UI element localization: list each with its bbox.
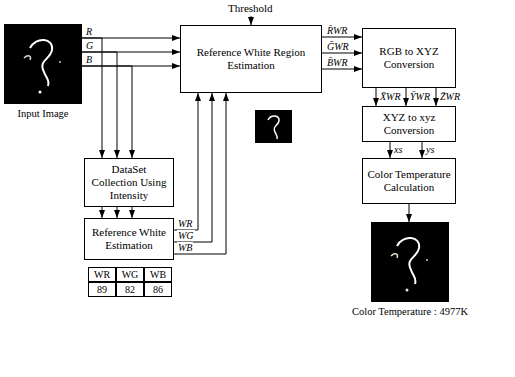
- box-text: Reference White Estimation: [89, 226, 169, 252]
- output-image: [371, 222, 449, 302]
- input-label: Threshold: [228, 2, 273, 15]
- connector-arrow: [422, 142, 423, 158]
- connector-arrow: [322, 37, 362, 38]
- output-image-node: Color Temperature : 4977K: [334, 222, 486, 322]
- connector-arrow: [102, 207, 103, 218]
- signal-label: WB: [177, 242, 193, 253]
- signal-label: Z̄WR: [439, 91, 461, 102]
- connector-arrow: [406, 88, 407, 106]
- connector-arrow: [322, 53, 362, 54]
- signal-label: ys: [425, 144, 435, 155]
- signal-label: ȲWR: [409, 91, 431, 102]
- connector-arrow: [82, 52, 117, 158]
- table-cell: WR: [88, 267, 116, 282]
- connector-arrow: [82, 38, 102, 158]
- signal-label: X̄WR: [379, 91, 402, 102]
- box-text: RGB to XYZ Conversion: [367, 45, 451, 71]
- input-image-node: Input Image: [4, 24, 82, 128]
- signal-label: xs: [393, 144, 403, 155]
- connector-arrow: [174, 93, 226, 254]
- image-caption: Input Image: [4, 108, 82, 120]
- process-box: Reference White Estimation: [84, 218, 174, 260]
- process-box: XYZ to xyz Conversion: [362, 106, 456, 142]
- connector-arrow: [117, 207, 118, 218]
- image-caption: Color Temperature : 4977K: [334, 306, 486, 318]
- signal-label: B̄WR: [326, 57, 349, 68]
- table-cell: 86: [144, 282, 172, 297]
- input-image: [4, 24, 82, 104]
- signal-label: WG: [177, 230, 195, 241]
- signal-label: G: [85, 40, 94, 51]
- process-box: Reference White Region Estimation: [180, 25, 322, 93]
- connector-arrow: [436, 88, 437, 106]
- table-cell: 89: [88, 282, 116, 297]
- connector-arrow: [174, 93, 198, 230]
- process-box: RGB to XYZ Conversion: [362, 28, 456, 88]
- connector-arrow: [409, 204, 410, 222]
- box-text: Reference White Region Estimation: [185, 46, 317, 72]
- box-text: XYZ to xyz Conversion: [367, 111, 451, 137]
- process-box: Color Temperature Calculation: [362, 158, 456, 204]
- signal-label: WR: [177, 218, 193, 229]
- signal-label: ḠWR: [326, 41, 350, 52]
- connector-arrow: [322, 69, 362, 70]
- connector-arrow: [82, 66, 132, 158]
- signal-label: R: [85, 26, 93, 37]
- connector-arrow: [390, 142, 391, 158]
- box-text: Color Temperature Calculation: [367, 168, 451, 194]
- table-cell: 82: [116, 282, 144, 297]
- process-box: DataSet Collection Using Intensity: [84, 158, 174, 207]
- connector-arrow: [132, 207, 133, 218]
- table-cell: WG: [116, 267, 144, 282]
- box-text: DataSet Collection Using Intensity: [89, 163, 169, 202]
- threshold-arrow: [251, 16, 252, 25]
- table-cell: WB: [144, 267, 172, 282]
- connector-arrow: [174, 93, 212, 242]
- signal-label: B: [85, 54, 93, 65]
- signal-label: R̄WR: [326, 25, 348, 36]
- region-image: [255, 110, 292, 143]
- connector-arrow: [376, 88, 377, 106]
